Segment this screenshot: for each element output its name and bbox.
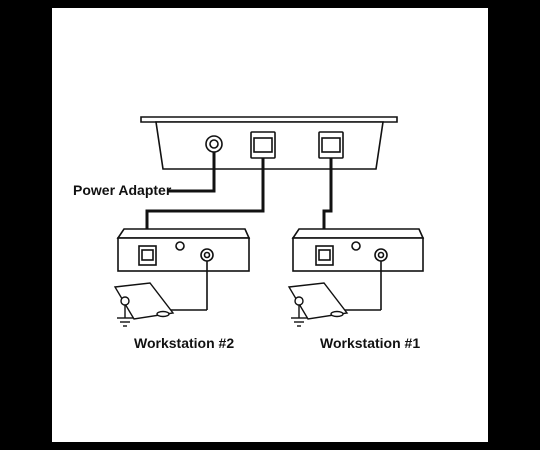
power-cable [168,152,216,193]
ws1-led-icon [351,241,361,251]
workstation-2-label: Workstation #2 [134,335,235,351]
workstation-2-unit [116,228,251,311]
ws2-ground-jack-inner [203,251,211,259]
ws1-mat-outline [287,282,349,320]
power-adapter-label: Power Adapter [73,182,172,198]
power-jack-inner [209,139,219,149]
workstation-1-mat [287,282,349,327]
workstation-2-mat [113,282,175,327]
ws2-mat-outline [113,282,175,320]
frame-inner [52,8,488,442]
workstation-1-label: Workstation #1 [320,335,421,351]
hub-port-left-inner [253,137,273,153]
ws1-earth-point-icon [294,296,304,306]
hub-unit [140,116,398,170]
ws1-port-inner [318,249,331,261]
hub-port-right-inner [321,137,341,153]
ws1-mat-clip [330,310,344,318]
workstation-1-unit [291,228,425,311]
ws2-port-inner [141,249,154,261]
ws1-top [291,228,425,239]
ws2-top [116,228,251,239]
ws2-mat-clip [156,310,170,318]
ws2-led-icon [175,241,185,251]
ws2-earth-point-icon [120,296,130,306]
ws1-ground-jack-inner [377,251,385,259]
hub-flange [140,116,398,123]
